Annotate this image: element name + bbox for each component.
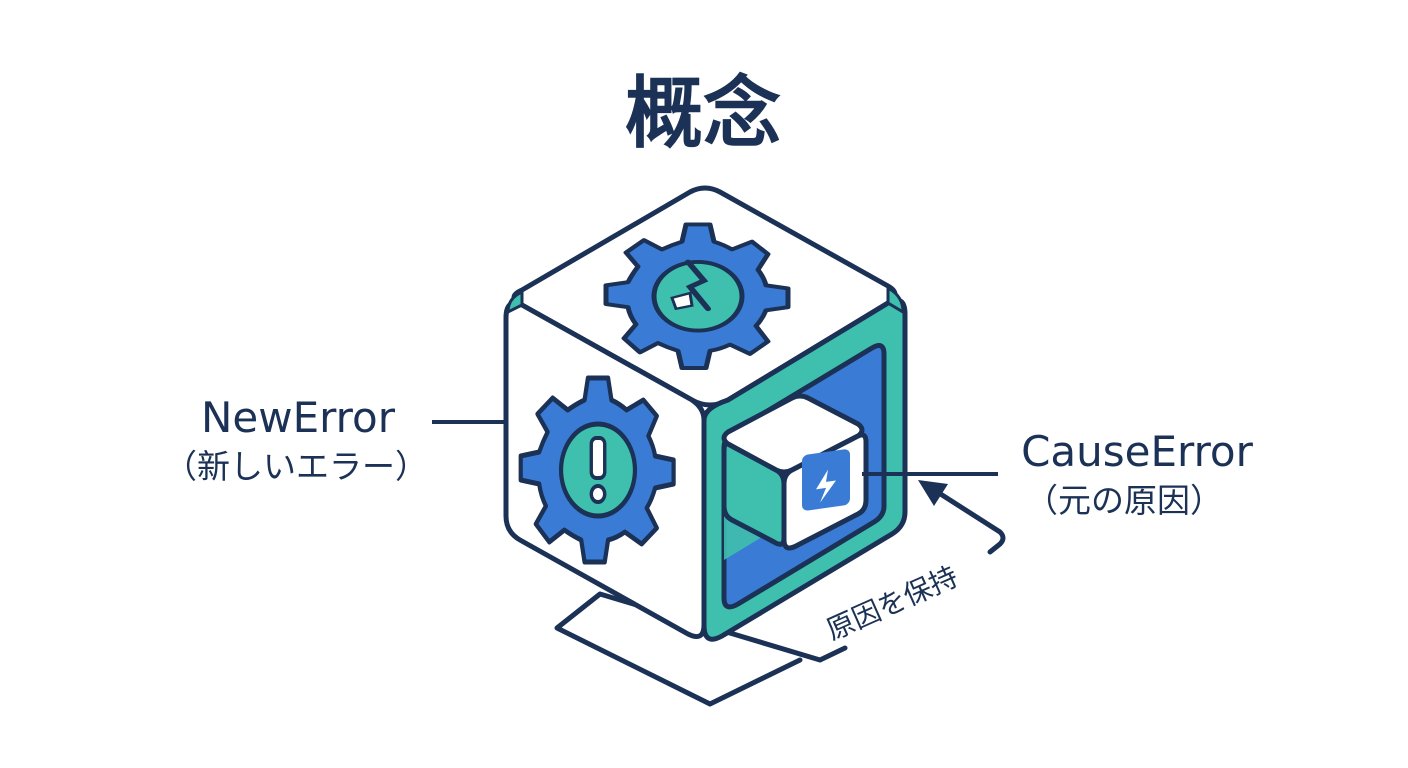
cause-error-name: CauseError <box>1021 427 1254 476</box>
gear-exclamation-icon <box>518 375 676 565</box>
relation-label: 原因を保持 <box>821 560 962 647</box>
corner-accent-left <box>506 289 524 315</box>
broken-gear-icon <box>603 222 791 370</box>
page-title: 概念 <box>625 69 781 159</box>
new-error-description: （新しいエラー） <box>164 447 428 486</box>
arrowhead-icon <box>918 480 948 506</box>
lightning-icon <box>802 449 850 511</box>
cause-error-label: CauseError （元の原因） <box>1021 427 1254 520</box>
corner-accent-right <box>886 285 905 315</box>
new-error-label: NewError （新しいエラー） <box>164 393 428 486</box>
relation-arrow <box>918 480 1006 555</box>
inner-cube <box>721 393 869 551</box>
new-error-name: NewError <box>201 393 396 442</box>
cause-error-description: （元の原因） <box>1025 481 1223 520</box>
